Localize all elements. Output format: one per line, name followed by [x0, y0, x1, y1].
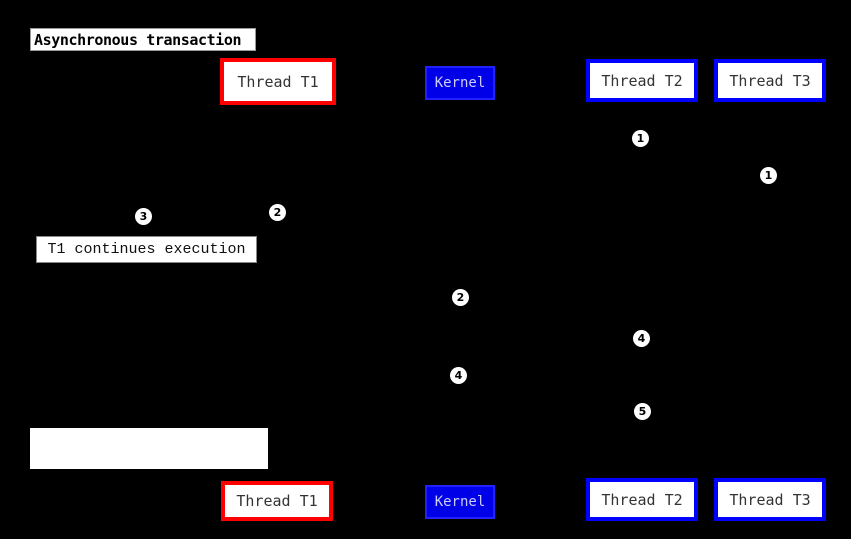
- participant-thread-t3-top: Thread T3: [714, 59, 826, 102]
- participant-thread-t2-bottom: Thread T2: [586, 478, 698, 521]
- sequence-number-4-t2: 4: [633, 330, 650, 347]
- participant-thread-t2-top: Thread T2: [586, 59, 698, 102]
- participant-label: Thread T2: [601, 71, 683, 90]
- participant-thread-t1-top: Thread T1: [220, 58, 336, 105]
- participant-label: Thread T3: [729, 71, 811, 90]
- sequence-number-3-note: 3: [135, 208, 152, 225]
- note-blank: [30, 428, 268, 469]
- diagram-title: Asynchronous transaction: [30, 28, 256, 51]
- participant-label: Thread T3: [729, 490, 811, 509]
- participant-label: Thread T1: [237, 72, 319, 91]
- sequence-number-1-t3: 1: [760, 167, 777, 184]
- sequence-number-5-t2: 5: [634, 403, 651, 420]
- sequence-number-1-t2: 1: [632, 130, 649, 147]
- participant-label: Thread T2: [601, 490, 683, 509]
- participant-label: Thread T1: [236, 492, 318, 510]
- sequence-number-2-kernel: 2: [452, 289, 469, 306]
- sequence-number-2-t1: 2: [269, 204, 286, 221]
- participant-label: Kernel: [434, 494, 486, 510]
- participant-label: Kernel: [434, 75, 486, 91]
- participant-kernel-top: Kernel: [425, 66, 495, 100]
- note-t1-continues-execution: T1 continues execution: [36, 236, 257, 263]
- participant-thread-t3-bottom: Thread T3: [714, 478, 826, 521]
- sequence-number-4-kernel: 4: [450, 367, 467, 384]
- participant-kernel-bottom: Kernel: [425, 485, 495, 519]
- participant-thread-t1-bottom: Thread T1: [221, 481, 333, 521]
